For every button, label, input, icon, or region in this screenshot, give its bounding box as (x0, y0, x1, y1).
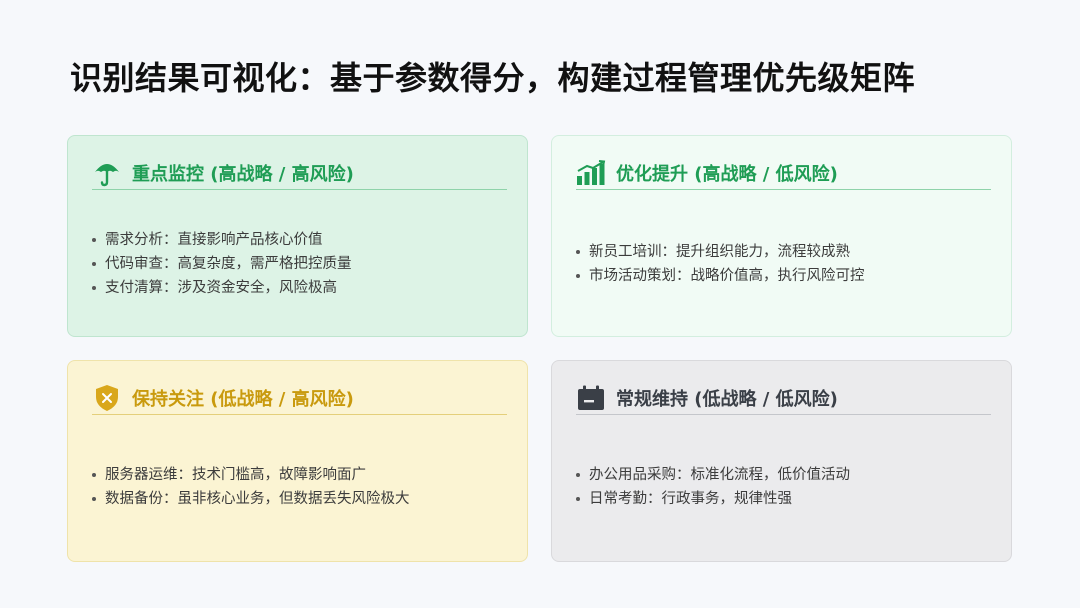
quadrant-list: 办公用品采购：标准化流程，低价值活动 日常考勤：行政事务，规律性强 (576, 463, 991, 511)
bullet (92, 286, 96, 290)
bullet (92, 238, 96, 242)
quadrant-header: 常规维持 (低战略 / 低风险) (576, 381, 991, 415)
list-item: 市场活动策划：战略价值高，执行风险可控 (576, 264, 991, 288)
quadrant-title: 保持关注 (低战略 / 高风险) (132, 389, 354, 410)
bullet (92, 497, 96, 501)
quadrant-routine: 常规维持 (低战略 / 低风险) 办公用品采购：标准化流程，低价值活动 日常考勤… (551, 360, 1012, 562)
quadrant-title: 常规维持 (低战略 / 低风险) (616, 389, 838, 410)
bullet (576, 250, 580, 254)
quadrant-keep-watch: 保持关注 (低战略 / 高风险) 服务器运维：技术门槛高，故障影响面广 数据备份… (67, 360, 528, 562)
quadrant-list: 需求分析：直接影响产品核心价值 代码审查：高复杂度，需严格把控质量 支付清算：涉… (92, 228, 507, 300)
bullet (92, 473, 96, 477)
list-item: 新员工培训：提升组织能力，流程较成熟 (576, 240, 991, 264)
bullet (92, 262, 96, 266)
quadrant-title: 优化提升 (高战略 / 低风险) (616, 164, 838, 185)
divider (576, 414, 991, 415)
calendar-icon (576, 383, 606, 413)
divider (92, 189, 507, 190)
list-item: 日常考勤：行政事务，规律性强 (576, 487, 991, 511)
bullet (576, 274, 580, 278)
quadrant-header: 优化提升 (高战略 / 低风险) (576, 156, 991, 190)
quadrant-title: 重点监控 (高战略 / 高风险) (132, 164, 354, 185)
quadrant-optimize: 优化提升 (高战略 / 低风险) 新员工培训：提升组织能力，流程较成熟 市场活动… (551, 135, 1012, 337)
list-item: 数据备份：虽非核心业务，但数据丢失风险极大 (92, 487, 507, 511)
page-title: 识别结果可视化：基于参数得分，构建过程管理优先级矩阵 (70, 59, 916, 97)
divider (576, 189, 991, 190)
quadrant-key-monitoring: 重点监控 (高战略 / 高风险) 需求分析：直接影响产品核心价值 代码审查：高复… (67, 135, 528, 337)
quadrant-header: 保持关注 (低战略 / 高风险) (92, 381, 507, 415)
bar-chart-icon (576, 158, 606, 188)
quadrant-list: 服务器运维：技术门槛高，故障影响面广 数据备份：虽非核心业务，但数据丢失风险极大 (92, 463, 507, 511)
quadrant-list: 新员工培训：提升组织能力，流程较成熟 市场活动策划：战略价值高，执行风险可控 (576, 240, 991, 288)
list-item: 服务器运维：技术门槛高，故障影响面广 (92, 463, 507, 487)
bullet (576, 473, 580, 477)
bullet (576, 497, 580, 501)
umbrella-icon (92, 158, 122, 188)
list-item: 代码审查：高复杂度，需严格把控质量 (92, 252, 507, 276)
list-item: 需求分析：直接影响产品核心价值 (92, 228, 507, 252)
quadrant-header: 重点监控 (高战略 / 高风险) (92, 156, 507, 190)
list-item: 支付清算：涉及资金安全，风险极高 (92, 276, 507, 300)
list-item: 办公用品采购：标准化流程，低价值活动 (576, 463, 991, 487)
shield-x-icon (92, 383, 122, 413)
divider (92, 414, 507, 415)
